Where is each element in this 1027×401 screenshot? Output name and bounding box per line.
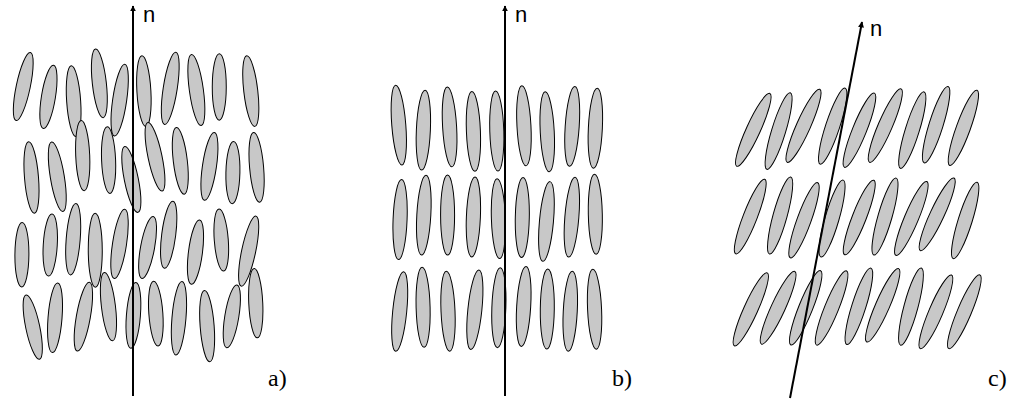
panel-label: a)	[268, 366, 287, 390]
molecule	[15, 222, 30, 287]
molecule	[63, 203, 83, 276]
molecule	[36, 64, 60, 129]
molecule	[562, 177, 582, 258]
molecule	[942, 272, 986, 351]
molecule	[135, 215, 160, 280]
molecule	[561, 271, 579, 352]
molecule	[147, 281, 166, 347]
molecule	[415, 175, 433, 256]
molecule	[169, 281, 189, 356]
molecule	[540, 269, 555, 349]
molecule	[185, 53, 209, 126]
molecule	[198, 132, 222, 202]
molecule	[45, 141, 70, 213]
molecule	[389, 271, 411, 352]
molecule	[212, 209, 231, 272]
molecule	[247, 132, 267, 203]
director-arrow	[132, 6, 134, 396]
molecule	[439, 271, 456, 352]
director-label: n	[870, 18, 882, 40]
molecule	[729, 177, 771, 257]
molecule	[184, 219, 206, 285]
molecule	[9, 51, 37, 122]
molecule	[22, 141, 42, 214]
molecule	[240, 55, 262, 127]
molecule	[389, 85, 409, 166]
molecule	[415, 90, 433, 171]
director-arrow	[504, 6, 506, 396]
molecule	[514, 266, 533, 347]
molecule	[100, 127, 117, 194]
molecule	[41, 214, 59, 277]
molecule	[107, 208, 131, 279]
molecule	[74, 120, 91, 191]
molecule	[225, 141, 240, 204]
molecule	[586, 269, 604, 350]
molecule	[118, 145, 145, 214]
molecule	[536, 181, 557, 262]
molecule	[943, 88, 983, 168]
molecule	[563, 86, 582, 167]
molecule	[108, 63, 132, 137]
molecule	[515, 177, 531, 257]
director-arrow	[790, 22, 862, 398]
panel-label: b)	[612, 366, 632, 390]
panel-label: c)	[988, 366, 1007, 390]
molecule	[157, 200, 179, 269]
molecule	[489, 91, 505, 171]
molecule	[538, 91, 556, 172]
molecule	[465, 91, 482, 171]
molecule	[440, 86, 459, 167]
director-label: n	[143, 4, 155, 26]
molecule	[415, 267, 431, 347]
molecule	[515, 85, 533, 166]
molecule	[19, 293, 46, 360]
molecule	[247, 268, 264, 338]
molecule	[220, 284, 244, 349]
molecule	[464, 269, 486, 350]
molecule	[89, 48, 111, 118]
director-label: n	[515, 4, 527, 26]
molecule	[45, 282, 64, 353]
molecule	[588, 174, 604, 254]
molecule	[70, 281, 96, 352]
molecule	[392, 179, 409, 259]
molecule	[586, 88, 604, 169]
molecule	[97, 272, 119, 342]
molecule	[197, 290, 216, 362]
molecule	[947, 180, 984, 261]
molecule	[135, 55, 153, 126]
molecule	[88, 213, 102, 287]
molecule	[169, 127, 191, 195]
molecule	[158, 51, 183, 125]
molecule	[212, 54, 226, 121]
molecule	[141, 121, 169, 192]
molecule	[441, 175, 455, 255]
molecule	[465, 177, 482, 258]
